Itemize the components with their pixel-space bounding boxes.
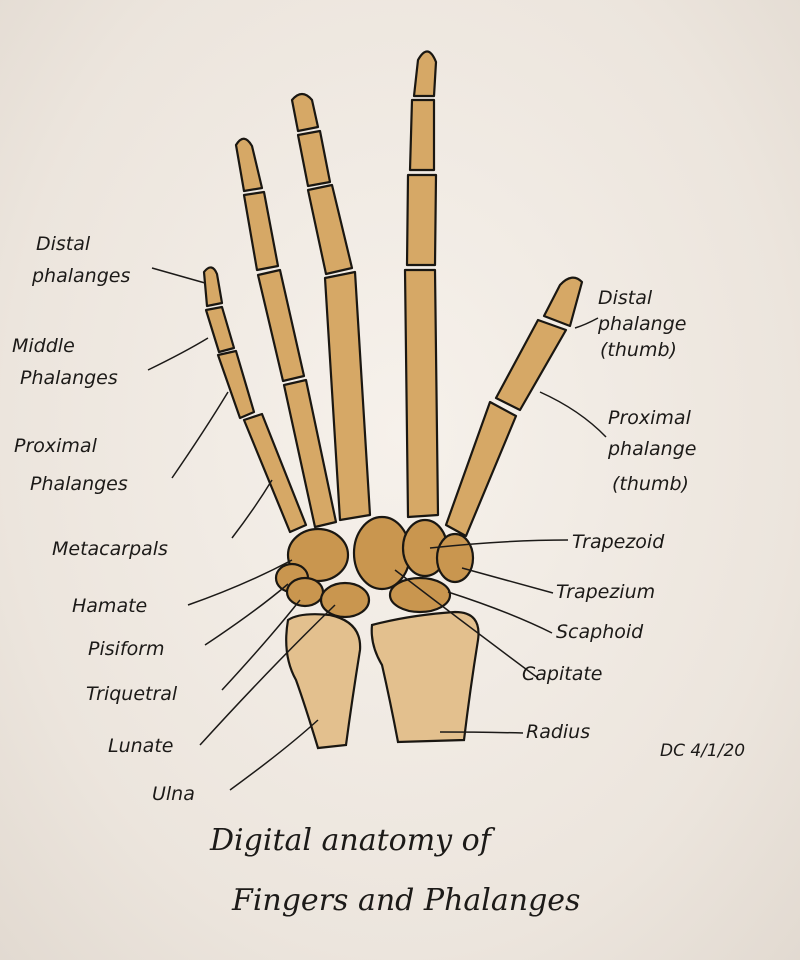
index-middle-phalanx bbox=[408, 98, 436, 172]
signature: DC 4/1/20 bbox=[660, 741, 745, 761]
finger-bones bbox=[202, 50, 584, 538]
leader-lines bbox=[147, 267, 607, 791]
label-capitate: Capitate bbox=[522, 663, 602, 685]
label-proximal-thumb-3: (thumb) bbox=[612, 473, 689, 495]
forearm-bones bbox=[285, 610, 480, 750]
title-line-1: Digital anatomy of bbox=[209, 823, 496, 858]
label-pisiform: Pisiform bbox=[88, 638, 165, 660]
pinky-proximal-phalanx bbox=[216, 349, 256, 420]
middle-distal-phalanx bbox=[290, 92, 320, 133]
title-line-2: Fingers and Phalanges bbox=[231, 883, 580, 918]
scaphoid-bone bbox=[388, 576, 452, 614]
index-proximal-phalanx bbox=[405, 173, 438, 267]
label-proximal-thumb-1: Proximal bbox=[608, 407, 692, 429]
ulna-bone bbox=[285, 613, 362, 750]
label-hamate: Hamate bbox=[72, 595, 147, 617]
label-triquetral: Triquetral bbox=[86, 683, 178, 705]
label-distal-thumb-3: (thumb) bbox=[600, 339, 677, 361]
middle-middle-phalanx bbox=[296, 129, 332, 188]
pinky-middle-phalanx bbox=[204, 305, 236, 354]
ring-middle-phalanx bbox=[242, 190, 280, 272]
thumb-proximal-phalanx bbox=[494, 318, 568, 412]
label-distal-phalanges-1: Distal bbox=[36, 233, 91, 255]
index-distal-phalanx bbox=[412, 50, 438, 98]
right-labels: Distal phalange (thumb) Proximal phalang… bbox=[522, 287, 696, 743]
label-scaphoid: Scaphoid bbox=[556, 621, 644, 643]
label-distal-thumb-2: phalange bbox=[597, 313, 686, 335]
label-trapezoid: Trapezoid bbox=[572, 531, 665, 553]
radius-bone bbox=[370, 610, 480, 744]
trapezium-bone bbox=[435, 532, 475, 584]
label-proximal-phalanges-1: Proximal bbox=[14, 435, 98, 457]
pinky-distal-phalanx bbox=[202, 266, 224, 308]
index-metacarpal bbox=[403, 268, 440, 519]
label-middle-phalanges-2: Phalanges bbox=[20, 367, 118, 389]
label-distal-phalanges-2: phalanges bbox=[31, 265, 130, 287]
thumb-metacarpal bbox=[444, 400, 518, 538]
capitate-bone bbox=[352, 515, 412, 591]
label-distal-thumb-1: Distal bbox=[598, 287, 653, 309]
thumb-distal-phalanx bbox=[542, 276, 584, 328]
lunate-bone bbox=[319, 581, 371, 619]
label-trapezium: Trapezium bbox=[556, 581, 655, 603]
label-middle-phalanges-1: Middle bbox=[12, 335, 75, 357]
ring-proximal-phalanx bbox=[256, 268, 306, 383]
pinky-metacarpal bbox=[242, 412, 308, 534]
ring-distal-phalanx bbox=[234, 137, 264, 193]
label-metacarpals: Metacarpals bbox=[52, 538, 168, 560]
left-labels: Distal phalanges Middle Phalanges Proxim… bbox=[12, 233, 195, 805]
label-proximal-thumb-2: phalange bbox=[607, 438, 696, 460]
middle-proximal-phalanx bbox=[306, 183, 354, 276]
label-proximal-phalanges-2: Phalanges bbox=[30, 473, 128, 495]
label-radius: Radius bbox=[526, 721, 590, 743]
label-ulna: Ulna bbox=[152, 783, 195, 805]
middle-metacarpal bbox=[323, 270, 372, 522]
ring-metacarpal bbox=[282, 378, 338, 529]
carpal-bones bbox=[274, 515, 475, 619]
label-lunate: Lunate bbox=[108, 735, 173, 757]
triquetral-bone bbox=[285, 576, 325, 608]
